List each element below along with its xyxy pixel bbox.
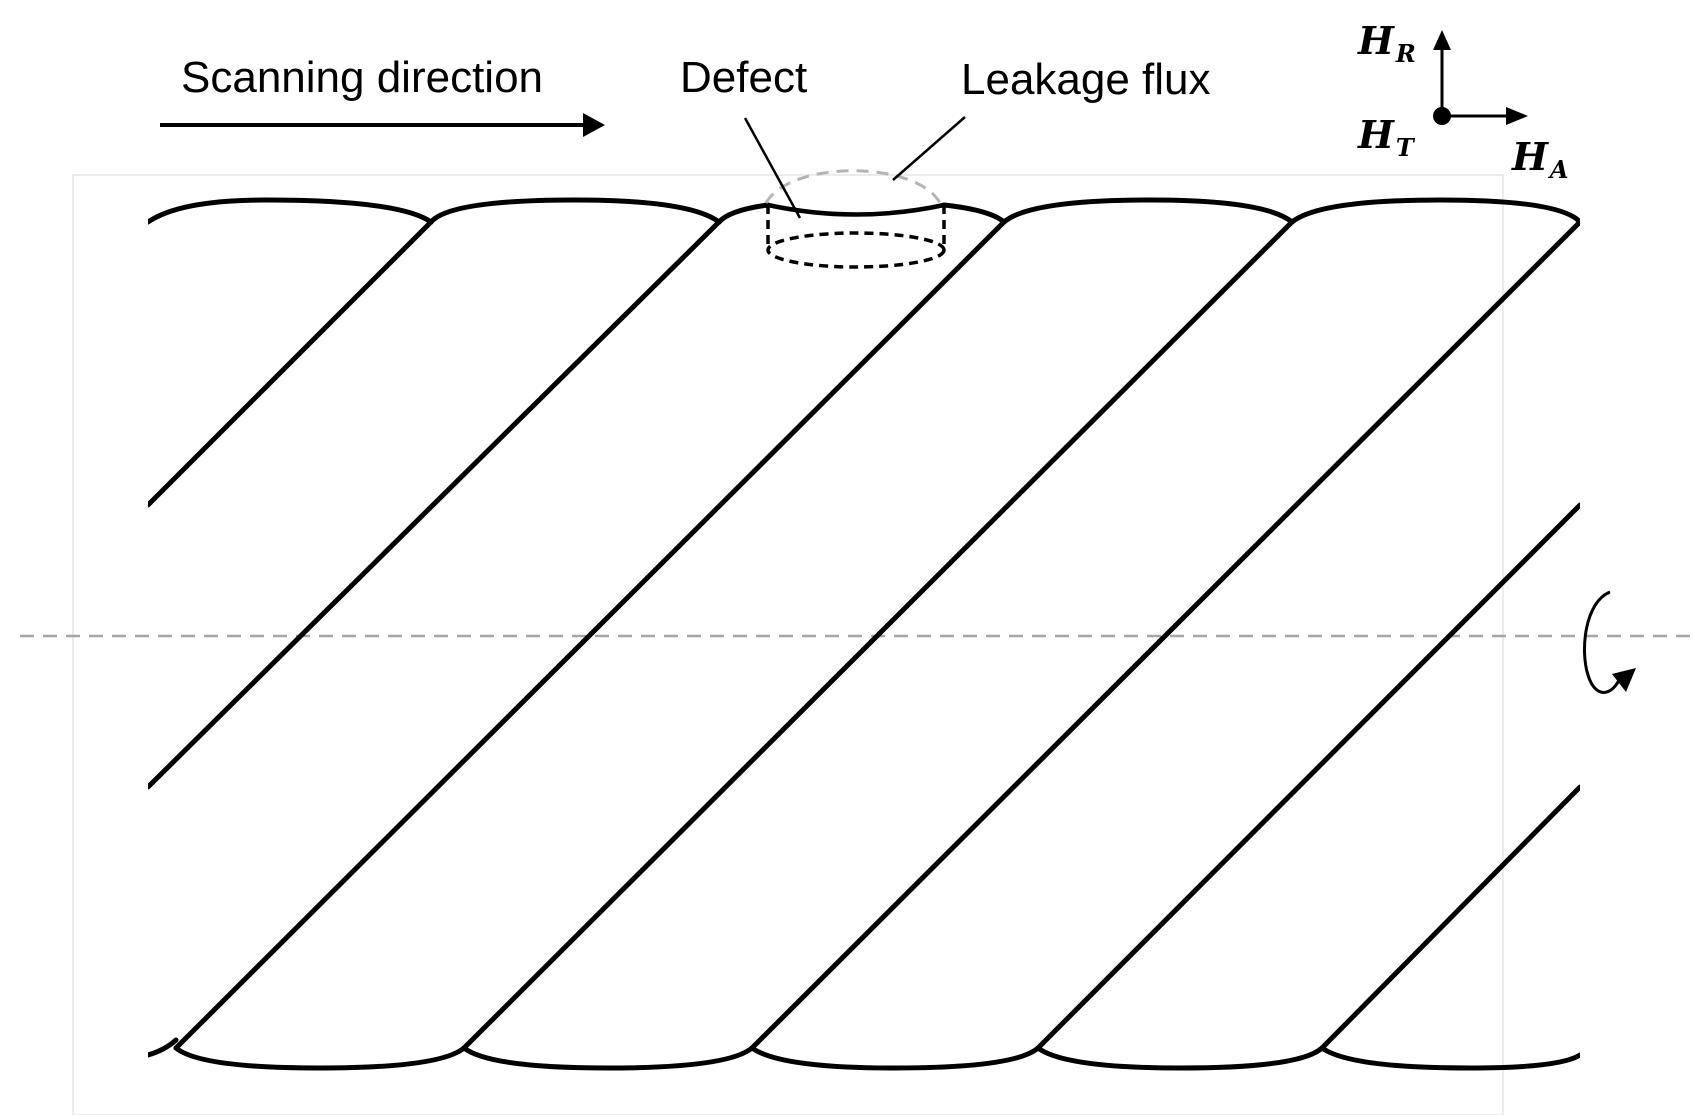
rotation-arrow-icon: [1582, 590, 1636, 694]
strand-bottom-arc: [173, 1045, 467, 1071]
figure-frame: [72, 174, 1504, 1115]
strand-edge: [1319, 784, 1580, 1051]
strand-bottom-arc: [1035, 1045, 1325, 1071]
scanning-direction-label: Scanning direction: [181, 53, 544, 102]
strand-bottom-arc: [148, 1037, 179, 1058]
axis-label-axial: HA: [1512, 134, 1569, 184]
strand-edge: [461, 219, 1295, 1051]
strand-top-arc: [1289, 197, 1580, 225]
strand-top-arc: [941, 202, 1007, 225]
strand-edge: [1035, 502, 1580, 1051]
defect-leader-line: [743, 117, 802, 219]
strand-bottom-arc: [749, 1045, 1041, 1071]
strand-top-arc: [1001, 197, 1295, 225]
defect-pit: [766, 202, 946, 269]
strand-top-arc: [428, 197, 722, 225]
strand-edge: [749, 219, 1580, 1051]
strand-bottom-arc: [1319, 1045, 1580, 1071]
leakage-flux-label: Leakage flux: [961, 55, 1211, 104]
strand-edge: [148, 219, 722, 790]
rope-strands: [148, 197, 1580, 1071]
strand-edge: [148, 219, 434, 508]
coordinate-axes: [1433, 30, 1528, 125]
strand-top-arc: [716, 202, 771, 225]
defect-label: Defect: [680, 53, 808, 102]
arrow-right-icon: [160, 113, 605, 137]
strand-edge: [173, 219, 1007, 1051]
axis-label-radial: HR: [1358, 18, 1416, 68]
axis-label-tangential: HT: [1358, 112, 1414, 162]
strand-top-arc: [148, 197, 434, 225]
strand-bottom-arc: [461, 1045, 755, 1071]
leakage-flux-leader-line: [892, 116, 966, 181]
